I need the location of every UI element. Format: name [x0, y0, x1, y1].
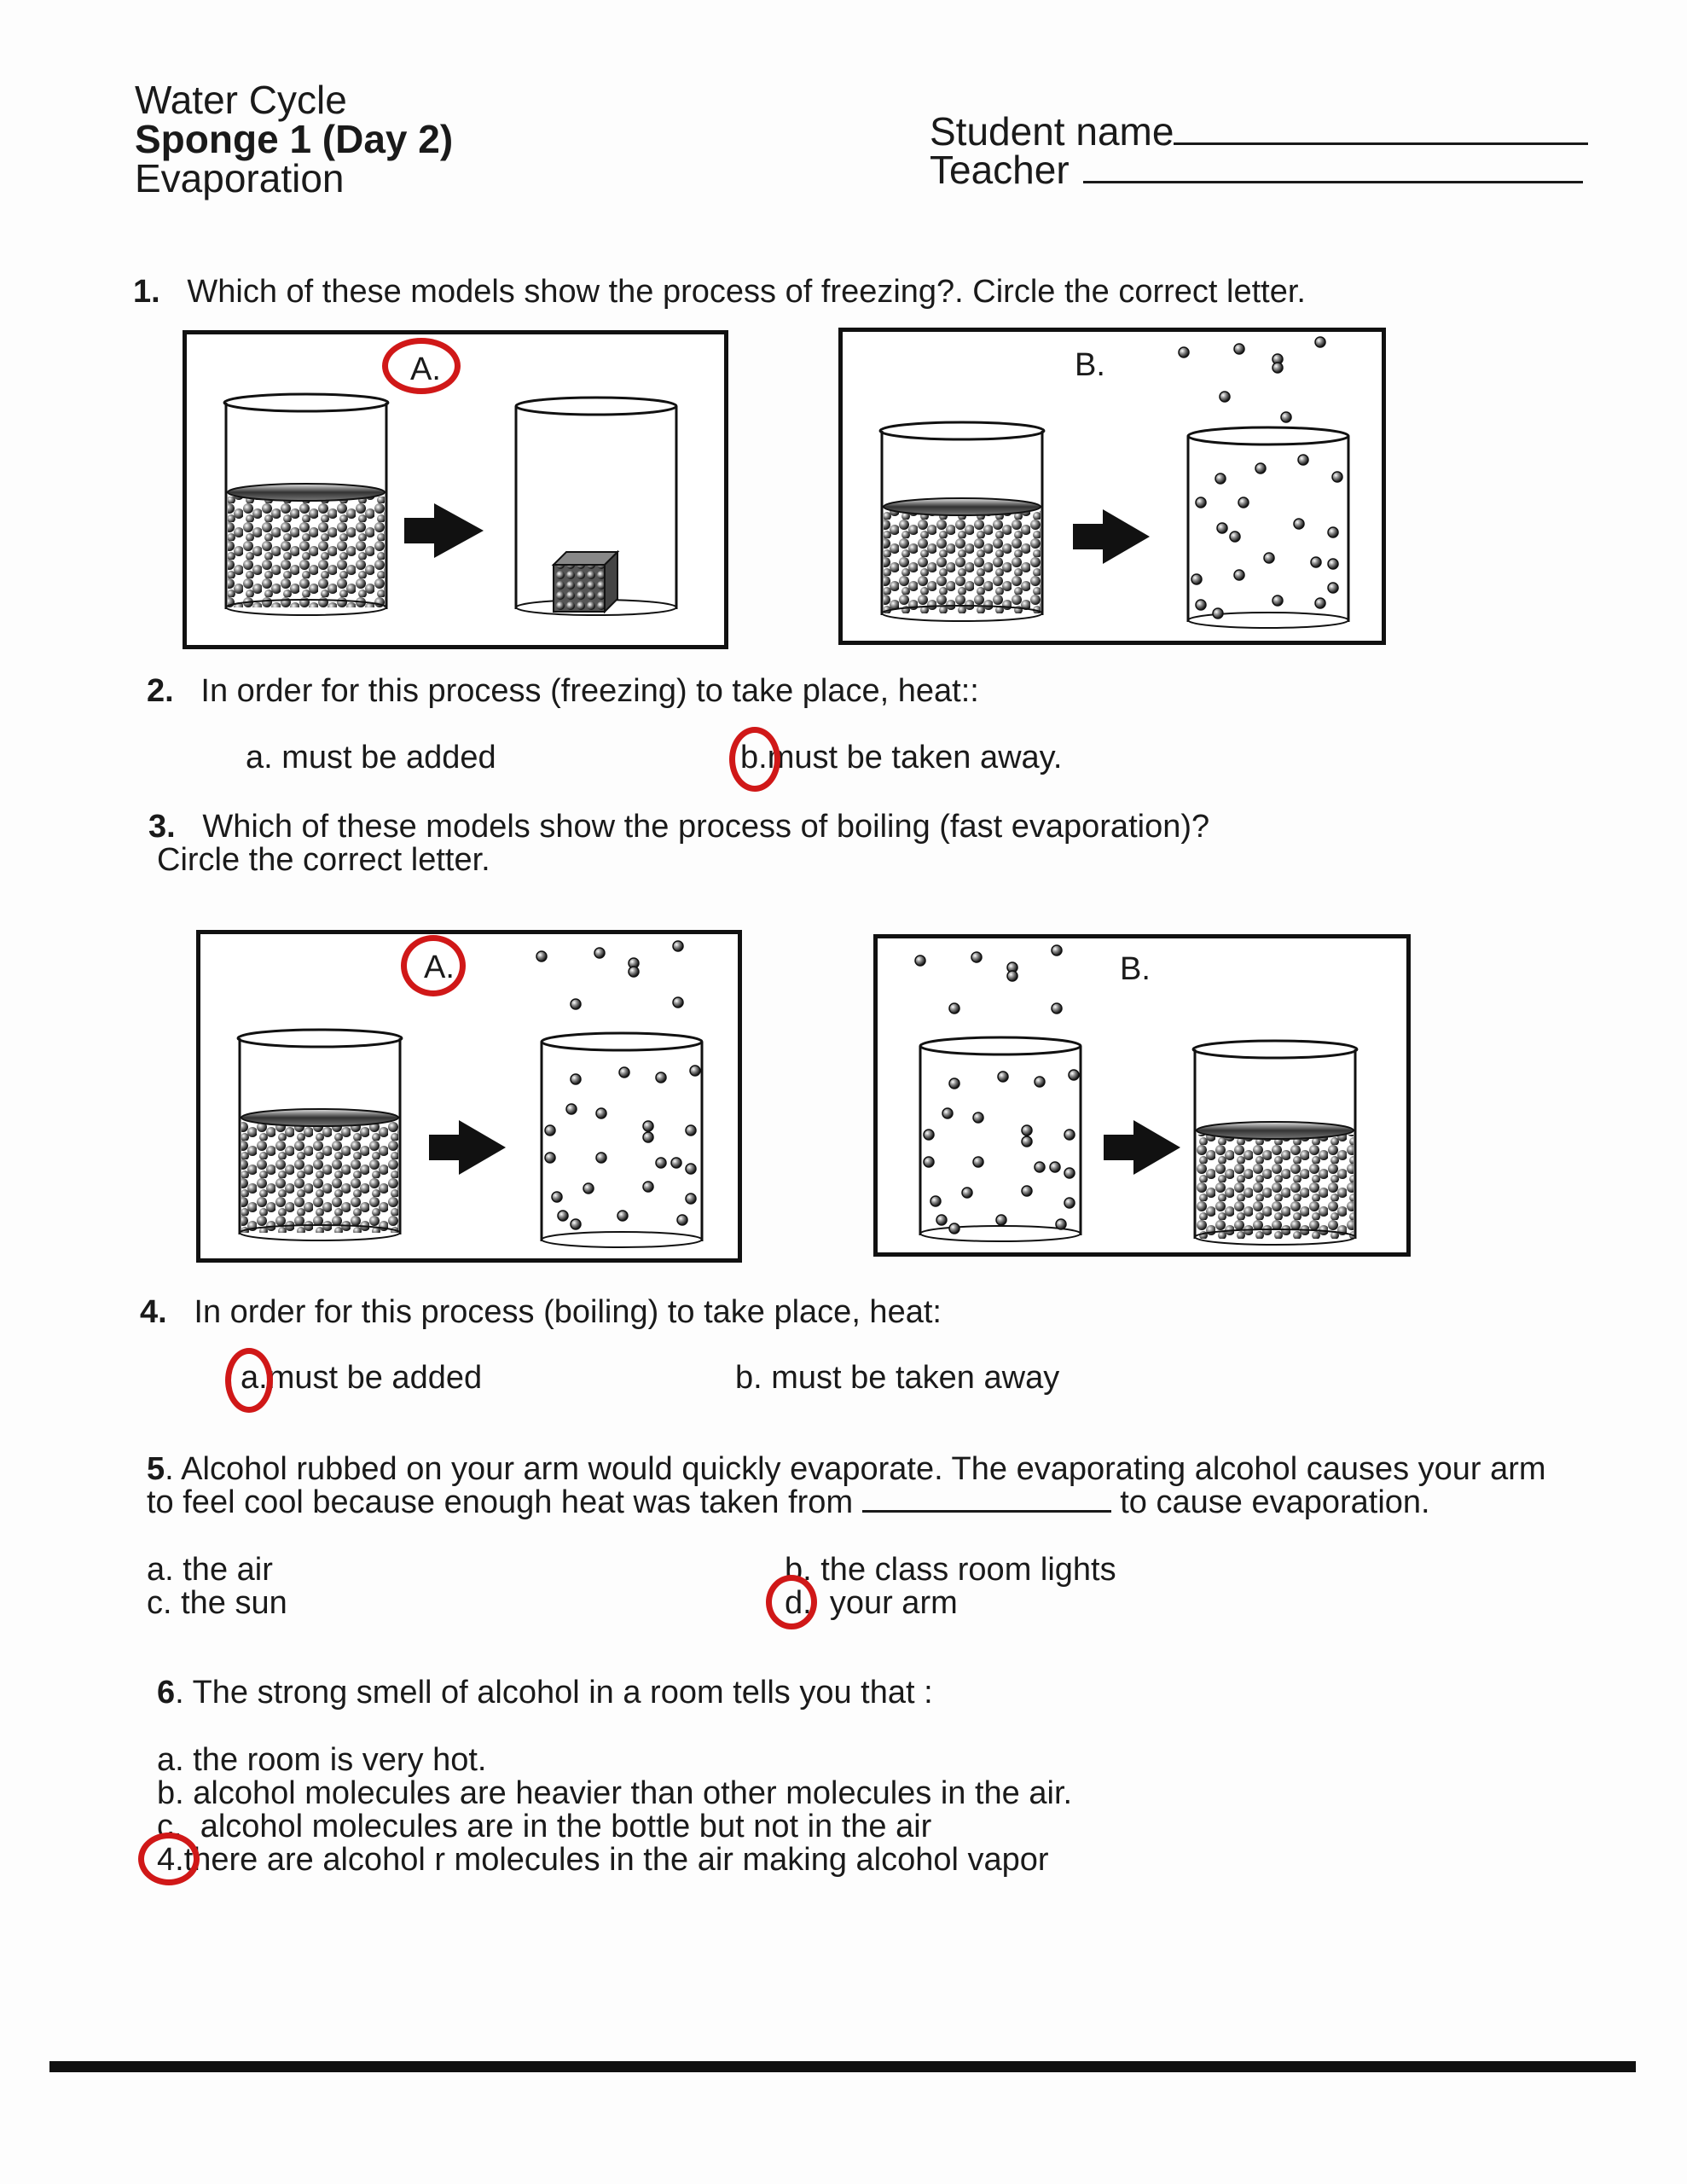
q4-text: In order for this process (boiling) to t… [194, 1294, 942, 1330]
q3-b-vapor-molecules [914, 944, 1080, 1234]
q6-text: . The strong smell of alcohol in a room … [175, 1675, 933, 1711]
q2-answer-circle [729, 727, 780, 792]
q2-option-b[interactable]: b.must be taken away. [740, 741, 1062, 775]
q5-option-b[interactable]: b. the class room lights [785, 1552, 1116, 1588]
subtopic-title: Evaporation [135, 156, 345, 200]
q4-answer-circle [225, 1348, 273, 1413]
teacher-field[interactable] [1082, 181, 1583, 183]
q5-answer-blank[interactable] [861, 1510, 1111, 1513]
q1-prompt: 1. Which of these models show the proces… [133, 275, 1306, 309]
q4-option-b[interactable]: b. must be taken away [735, 1360, 1060, 1396]
q4-prompt: 4. In order for this process (boiling) t… [140, 1295, 942, 1329]
q3-panel-a[interactable]: A. [196, 930, 742, 1263]
q3-text: Which of these models show the process o… [202, 809, 1210, 845]
q3-a-vapor-molecules [536, 940, 701, 1230]
q5-line1: 5. Alcohol rubbed on your arm would quic… [147, 1452, 1546, 1486]
q1-a-liquid-beaker [223, 392, 390, 616]
q1-b-vapor-beaker [1186, 426, 1350, 629]
q6-option-a[interactable]: a. the room is very hot. [157, 1742, 487, 1778]
page-bottom-rule [49, 2061, 1636, 2072]
q3-a-vapor-beaker [540, 1031, 704, 1248]
q1-panel-b[interactable]: B. [838, 328, 1386, 645]
q1-a-ice-beaker [514, 396, 678, 616]
q2-number: 2. [147, 673, 174, 709]
q3-text-line2: Circle the correct letter. [157, 842, 490, 878]
q1-b-liquid-beaker [878, 421, 1046, 622]
q3-b-liquid-beaker [1191, 1039, 1359, 1246]
student-name-label: Student name [930, 109, 1174, 154]
q5-text-line1: . Alcohol rubbed on your arm would quick… [165, 1451, 1546, 1487]
student-name-field[interactable] [1174, 142, 1589, 145]
q6-answer-circle [138, 1833, 200, 1885]
q2-option-a[interactable]: a. must be added [246, 740, 496, 775]
q6-option-c[interactable]: c. alcohol molecules are in the bottle b… [157, 1809, 931, 1844]
q1-panel-a[interactable]: A. [183, 330, 728, 649]
teacher-label: Teacher [930, 148, 1070, 192]
q6-option-b[interactable]: b. alcohol molecules are heavier than ot… [157, 1775, 1073, 1811]
q3-panel-a-illustration [236, 940, 704, 1248]
q1-b-vapor-molecules [1178, 336, 1343, 619]
q5-line2: to feel cool because enough heat was tak… [147, 1485, 1430, 1519]
q5-text-line2-post: to cause evaporation. [1120, 1484, 1430, 1520]
q1-panel-a-illustration [223, 392, 678, 616]
q1-answer-circle [382, 338, 461, 394]
q5-text-line2-pre: to feel cool because enough heat was tak… [147, 1484, 854, 1520]
q3-a-liquid-beaker [236, 1028, 403, 1241]
q6-option-d-text: there are alcohol r molecules in the air… [183, 1842, 1049, 1878]
q5-option-d-text: your arm [829, 1585, 958, 1621]
q2-text: In order for this process (freezing) to … [200, 673, 979, 709]
teacher-row: Teacher [930, 150, 1583, 189]
q3-panel-b[interactable]: B. [873, 934, 1411, 1257]
q4-number: 4. [140, 1294, 167, 1330]
q4-option-a-text: must be added [267, 1360, 483, 1396]
q3-b-vapor-beaker [919, 1036, 1082, 1242]
topic-title: Water Cycle [135, 78, 347, 122]
q3-answer-circle [401, 935, 466, 996]
q6-prompt: 6. The strong smell of alcohol in a room… [157, 1676, 933, 1710]
q5-answer-circle [766, 1575, 817, 1629]
q4-option-a[interactable]: a.must be added [241, 1361, 482, 1395]
q2-option-b-text: must be taken away. [767, 740, 1063, 775]
q5-option-a[interactable]: a. the air [147, 1552, 273, 1588]
q3-panel-b-illustration [914, 944, 1359, 1246]
q5-number: 5 [147, 1451, 165, 1487]
q5-option-c[interactable]: c. the sun [147, 1585, 287, 1621]
q6-number: 6 [157, 1675, 176, 1711]
q6-option-c-text: alcohol molecules are in the bottle but … [200, 1809, 932, 1844]
student-name-row: Student name [930, 109, 1589, 154]
q1-text: Which of these models show the process o… [187, 274, 1306, 310]
q2-prompt: 2. In order for this process (freezing) … [147, 674, 979, 708]
q1-number: 1. [133, 274, 160, 310]
q1-panel-b-label: B. [1075, 347, 1105, 383]
q3-number: 3. [148, 809, 176, 845]
q3-panel-b-label: B. [1120, 951, 1151, 987]
q3-prompt: 3. Which of these models show the proces… [148, 810, 1209, 844]
q6-option-d[interactable]: 4.there are alcohol r molecules in the a… [157, 1843, 1049, 1877]
sponge-title: Sponge 1 (Day 2) [135, 117, 454, 161]
q1-panel-b-illustration [878, 336, 1350, 629]
